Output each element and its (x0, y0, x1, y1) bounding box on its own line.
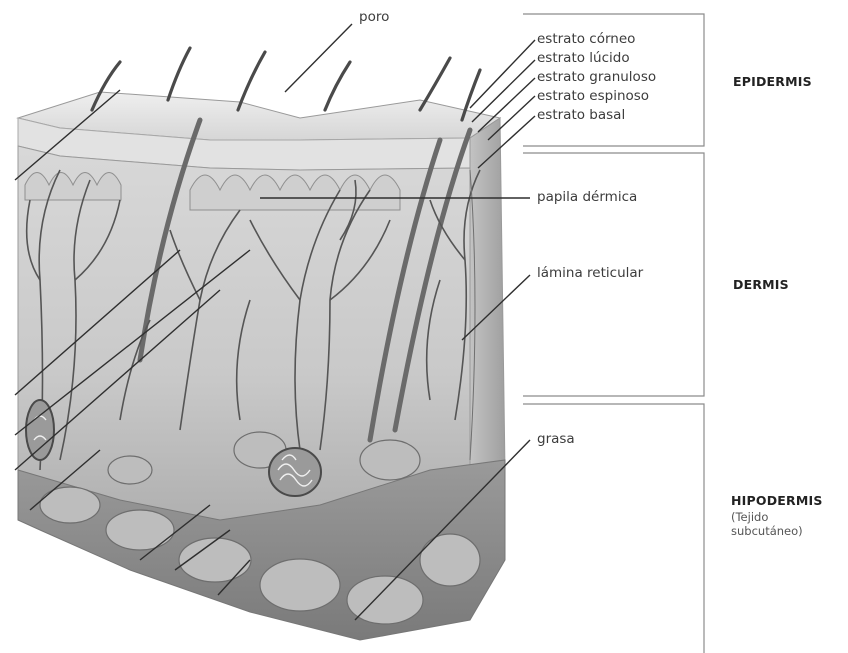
label-estrato-espinoso: estrato espinoso (537, 88, 649, 104)
label-papila-dermica: papila dérmica (537, 189, 637, 205)
layer-epidermis: EPIDERMIS (733, 74, 812, 89)
label-estrato-granuloso: estrato granuloso (537, 69, 656, 85)
label-estrato-lucido: estrato lúcido (537, 50, 630, 66)
label-estrato-basal: estrato basal (537, 107, 625, 123)
label-lamina-reticular: lámina reticular (537, 265, 643, 281)
layer-hipodermis-subtitle-2: subcutáneo) (731, 524, 803, 538)
label-grasa: grasa (537, 431, 575, 447)
label-poro: poro (359, 9, 389, 25)
layer-hipodermis-subtitle-1: (Tejido (731, 510, 768, 524)
layer-hipodermis: HIPODERMIS (731, 493, 823, 508)
label-estrato-corneo: estrato córneo (537, 31, 635, 47)
layer-dermis: DERMIS (733, 277, 789, 292)
